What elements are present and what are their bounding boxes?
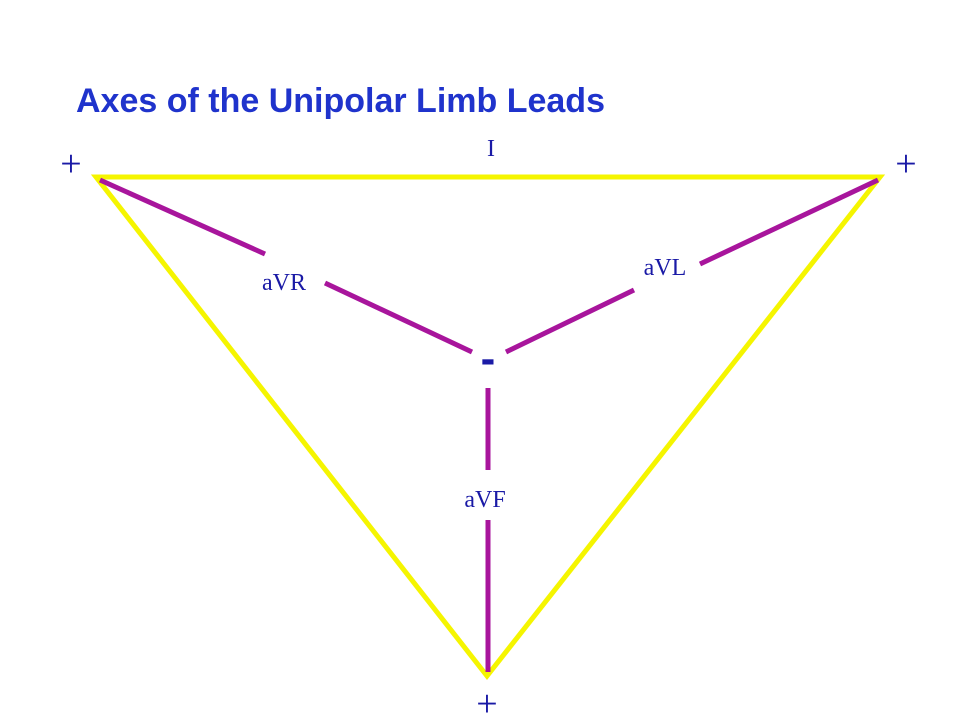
positive-pole-left: + [60, 143, 81, 185]
positive-pole-right: + [895, 143, 916, 185]
avr-axis-inner [323, 280, 474, 355]
avf-label: aVF [464, 487, 505, 513]
avr-label: aVR [262, 270, 306, 296]
einthoven-triangle [90, 174, 886, 681]
avl-axis-inner [504, 287, 636, 355]
positive-pole-bottom: + [476, 683, 497, 720]
avr-axis-outer [98, 177, 267, 257]
avl-label: aVL [644, 255, 687, 281]
negative-pole-center: - [481, 334, 496, 383]
diagram-title: Axes of the Unipolar Limb Leads [76, 82, 605, 120]
avl-axis-outer [698, 177, 880, 267]
lead-i-label: I [487, 136, 495, 162]
